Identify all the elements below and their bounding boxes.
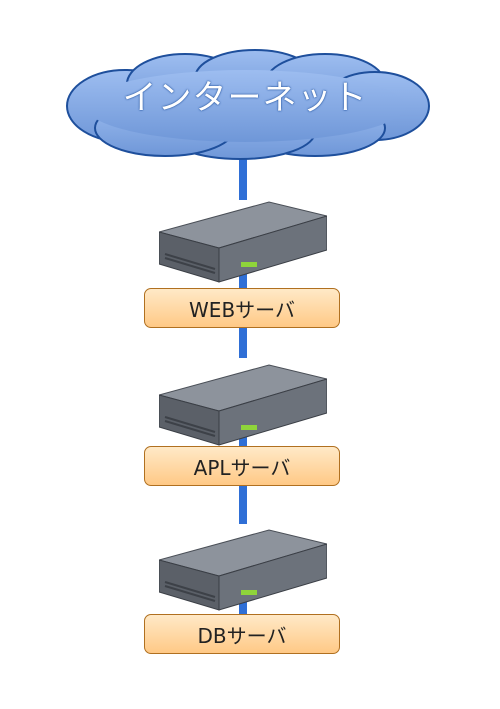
server-icon [159, 201, 327, 283]
server-icon [159, 529, 327, 611]
link-apl-db [239, 486, 247, 524]
internet-cloud-icon [66, 49, 430, 160]
apl-server-label: APLサーバ [144, 446, 340, 486]
internet-label: インターネット [122, 78, 368, 118]
web-server-label: WEBサーバ [144, 288, 340, 328]
link-internet-web [239, 150, 247, 200]
db-server-label: DBサーバ [144, 614, 340, 654]
link-web-apl [239, 328, 247, 358]
server-icon [159, 364, 327, 446]
